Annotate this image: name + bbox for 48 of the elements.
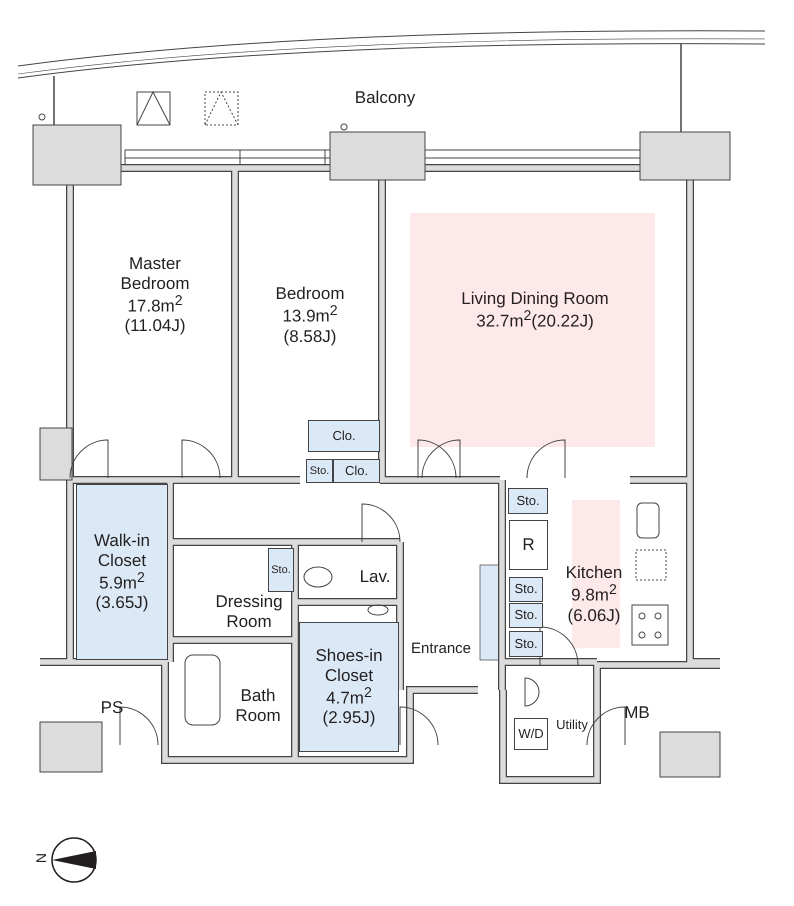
room-label: Lav. [360,567,390,587]
closet-area [508,488,548,514]
room-label: Entrance [410,640,472,658]
area-label: 13.9m$^{2}$ [282,303,338,327]
room-label: MB [624,703,650,723]
closet-area [306,459,333,483]
room-label: Kitchen [566,562,622,582]
room-label: Sto. [310,464,330,478]
room-label: Dressing Room [214,592,284,632]
closet-area [509,577,543,602]
closet-area [76,484,168,660]
appliance-space [509,520,548,570]
area-label: (8.58J) [284,326,336,346]
room-label: PS [100,698,124,718]
closet-area [299,622,399,752]
room-label: W/D [518,726,544,742]
closet-area [509,603,543,628]
north-label: N [33,852,50,864]
room-label: Utility [556,718,588,732]
closet-area [509,631,543,657]
area-label: 5.9m$^{2}$ [99,570,145,594]
area-label: 32.7m$^{2}$(20.22J) [476,308,594,332]
closet-area [333,459,380,483]
area-label: (2.95J) [322,708,376,728]
room-label: Clo. [344,464,368,478]
closet-area [308,420,380,452]
area-label: (3.65J) [96,593,148,613]
room-label: Sto. [514,608,538,623]
area-label: 4.7m$^{2}$ [326,685,372,708]
room-label: Bedroom [276,284,344,304]
room-label: Clo. [332,428,356,444]
room-label: Sto. [514,636,538,652]
room-label: Sto. [514,582,538,597]
room-label: Shoes-in Closet [314,646,384,686]
room-label: R [522,535,535,555]
room-label: Sto. [516,494,540,508]
area-label: (11.04J) [124,316,186,336]
room-label: Bath Room [234,686,282,726]
area-label: 17.8m$^{2}$ [127,293,183,316]
room-label: Sto. [271,564,291,576]
area-label: 9.8m$^{2}$ [571,582,617,606]
room-label: Master Bedroom [120,254,190,294]
room-label: Living Dining Room [461,288,609,308]
area-label: (6.06J) [568,606,620,626]
appliance-space [514,718,548,750]
room-label: Walk-in Closet [92,531,152,570]
room-label: Balcony [354,88,416,108]
closet-area [268,548,294,592]
